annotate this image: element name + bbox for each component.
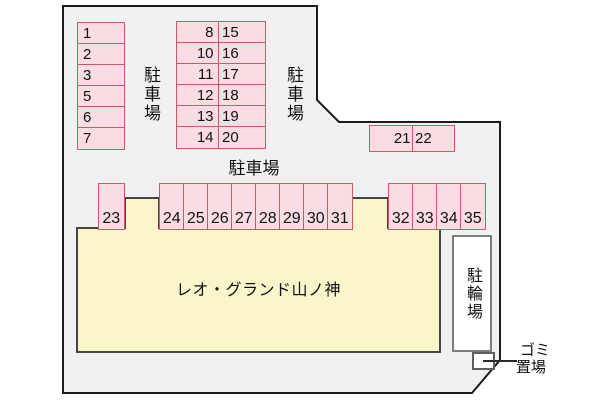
bicycle-parking-label: 駐輪場 — [464, 266, 481, 321]
bicycle-parking-box: 駐輪場 — [452, 235, 492, 352]
building-name-label: レオ・グランド山ノ神 — [175, 282, 341, 299]
garbage-area-label: ゴミ 置場 — [516, 342, 550, 376]
parking-area-label-lower: 駐車場 — [228, 159, 280, 178]
garbage-label-line2: 置場 — [516, 359, 547, 376]
garbage-pointer-line — [483, 360, 517, 362]
garbage-label-line1: ゴミ — [520, 342, 551, 359]
parking-area-label-left: 駐車場 — [141, 66, 160, 123]
parking-area-label-middle: 駐車場 — [284, 66, 303, 123]
